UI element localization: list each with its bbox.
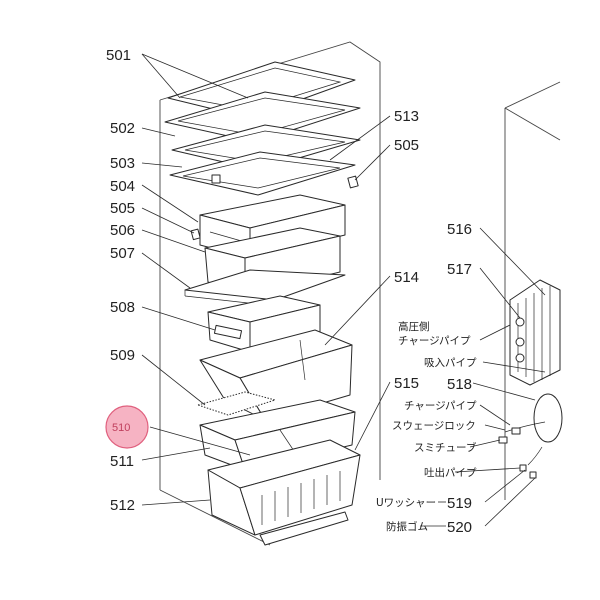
label-508: 508 (110, 299, 135, 316)
label-509: 509 (110, 347, 135, 364)
label-503: 503 (110, 155, 135, 172)
label-513: 513 (394, 108, 419, 125)
label-511: 511 (110, 453, 134, 470)
label-501: 501 (106, 47, 131, 64)
callout-charge-pipe: チャージパイプ (404, 400, 477, 412)
label-506: 506 (110, 222, 135, 239)
label-507: 507 (110, 245, 135, 262)
callout-suction-pipe: 吸入パイプ (424, 357, 477, 369)
label-502: 502 (110, 120, 135, 137)
label-520: 520 (447, 519, 472, 536)
label-518: 518 (447, 376, 472, 393)
label-514: 514 (394, 269, 419, 286)
part-510-plate (197, 391, 276, 416)
label-505-right: 505 (394, 137, 419, 154)
label-505-left: 505 (110, 200, 135, 217)
callout-sumi-tube: スミチューブ (414, 441, 477, 454)
part-504-shelf (169, 151, 356, 196)
label-519: 519 (447, 495, 472, 512)
callout-high-pressure-line2: チャージパイプ (398, 335, 471, 347)
part-507-drawer (184, 227, 346, 307)
label-510: 510 (112, 422, 130, 434)
label-516: 516 (447, 221, 472, 238)
callout-u-washer: Uワッシャー (376, 497, 436, 509)
highlight-510 (105, 405, 149, 449)
part-517-condenser (509, 279, 561, 386)
label-504: 504 (110, 178, 135, 195)
label-515: 515 (394, 375, 419, 392)
label-517: 517 (447, 261, 472, 278)
label-512: 512 (110, 497, 135, 514)
callout-vibration-rubber: 防振ゴム (386, 520, 428, 533)
part-518-compressor (498, 393, 563, 479)
callout-discharge-pipe: 吐出パイプ (424, 466, 477, 479)
callout-high-pressure-line1: 高圧側 (398, 320, 430, 333)
part-505-clip-left (190, 228, 201, 241)
leader-lines (141, 53, 546, 527)
part-512-crisper (207, 439, 361, 546)
compressor-area-outline (504, 81, 561, 500)
part-508-box (207, 295, 321, 353)
callout-swage-lock: スウェージロック (392, 420, 476, 432)
